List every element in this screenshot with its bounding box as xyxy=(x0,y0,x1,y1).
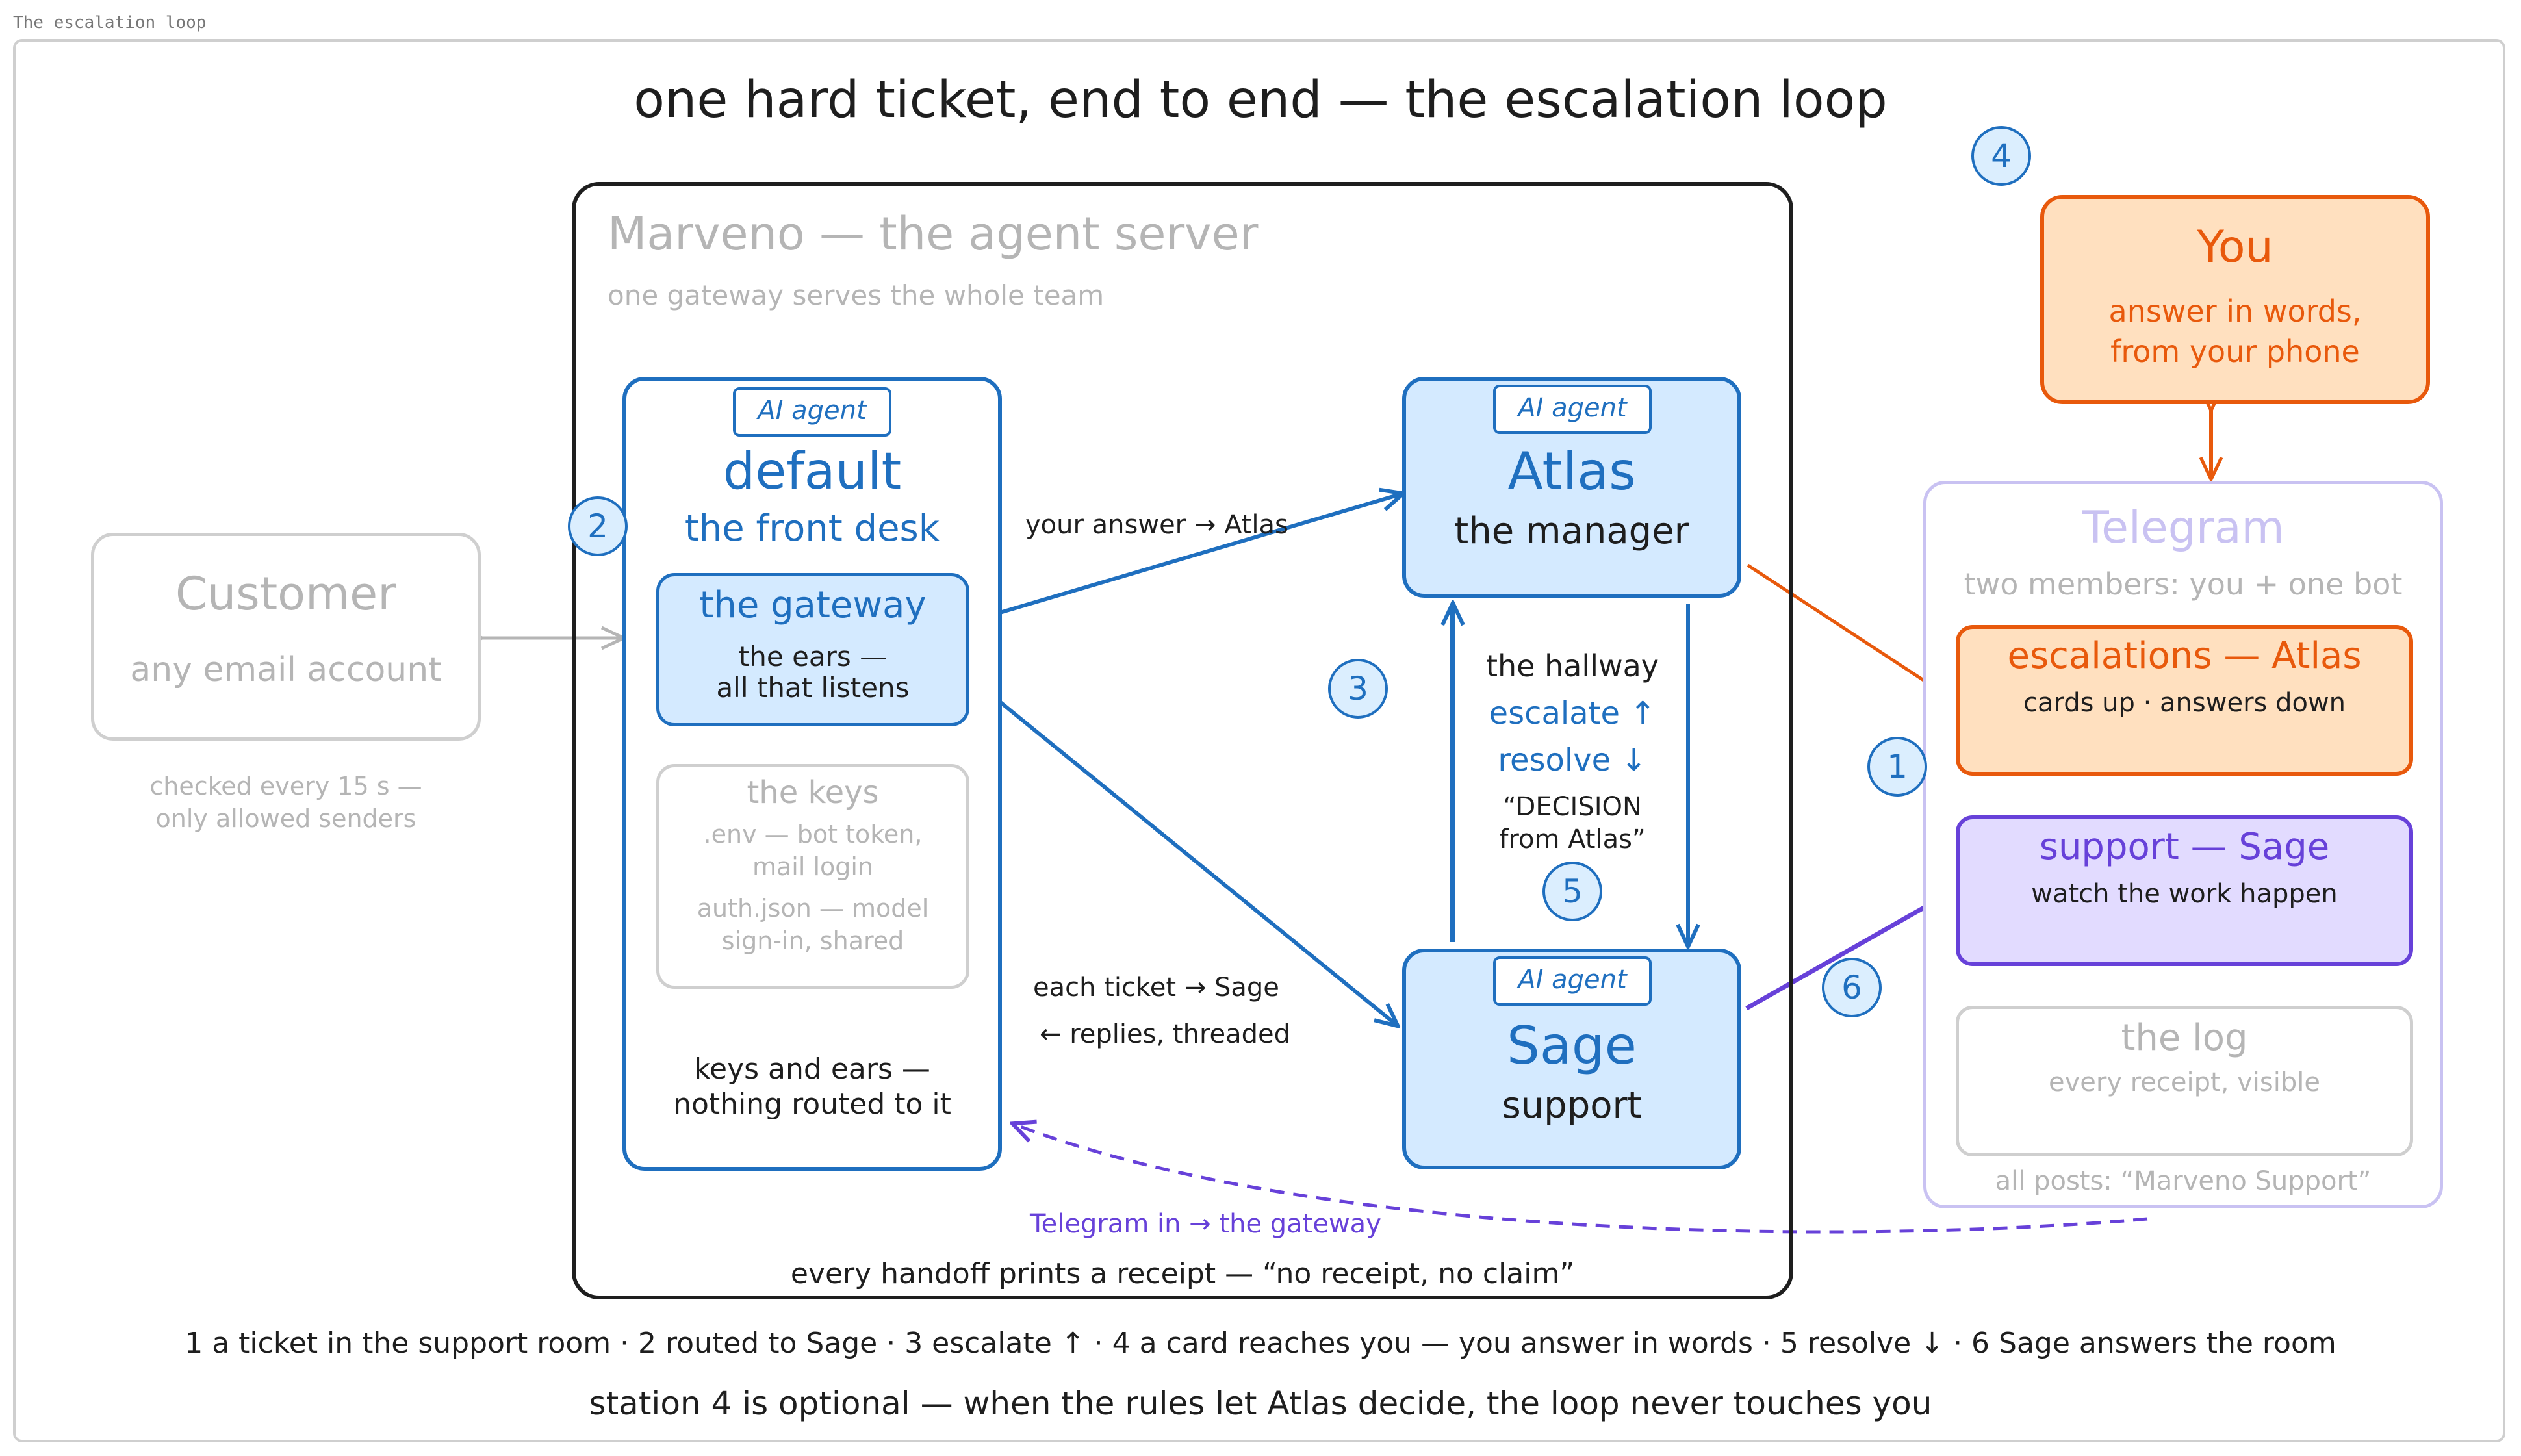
hallway-resolve: resolve ↓ xyxy=(1498,742,1647,778)
canvas-frame xyxy=(13,39,2505,1442)
customer-note-line2: only allowed senders xyxy=(155,804,416,833)
atlas-badge: AI agent xyxy=(1493,385,1652,434)
keys-title: the keys xyxy=(747,774,879,811)
hallway-decision-line1: “DECISION xyxy=(1503,792,1642,822)
you-line1: answer in words, xyxy=(2108,294,2362,329)
support-subtitle: watch the work happen xyxy=(2031,879,2338,909)
customer-title: Customer xyxy=(175,567,397,620)
diagram-title: one hard ticket, end to end — the escala… xyxy=(633,71,1888,129)
step-3-badge: 3 xyxy=(1328,659,1388,719)
step-1-badge: 1 xyxy=(1867,737,1927,797)
support-room xyxy=(1956,815,2413,966)
posts-note: all posts: “Marveno Support” xyxy=(1995,1166,2372,1196)
hallway-decision-line2: from Atlas” xyxy=(1499,824,1646,854)
customer-node xyxy=(91,533,481,741)
server-title: Marveno — the agent server xyxy=(608,207,1259,261)
gateway-node xyxy=(656,573,969,726)
keys-node xyxy=(656,764,969,989)
step-5-badge: 5 xyxy=(1542,862,1602,921)
default-agent-name: default xyxy=(723,442,902,501)
hallway-escalate: escalate ↑ xyxy=(1489,695,1656,732)
step-2-badge: 2 xyxy=(568,496,628,556)
keys-line1: .env — bot token, xyxy=(703,820,923,849)
default-agent-role: the front desk xyxy=(684,507,940,550)
atlas-role: the manager xyxy=(1454,510,1689,552)
step-6-badge: 6 xyxy=(1822,958,1882,1017)
telegram-title: Telegram xyxy=(2082,502,2284,554)
log-title: the log xyxy=(2121,1017,2248,1059)
default-footer-line2: nothing routed to it xyxy=(673,1088,951,1121)
sage-badge: AI agent xyxy=(1493,956,1652,1006)
legend-line-1: 1 a ticket in the support room · 2 route… xyxy=(185,1327,2336,1360)
answer-to-atlas-label: your answer → Atlas xyxy=(1025,510,1288,540)
log-subtitle: every receipt, visible xyxy=(2049,1067,2320,1097)
default-footer-line1: keys and ears — xyxy=(694,1053,930,1086)
telegram-subtitle: two members: you + one bot xyxy=(1964,567,2403,602)
sage-name: Sage xyxy=(1507,1015,1637,1076)
server-subtitle: one gateway serves the whole team xyxy=(608,279,1105,311)
keys-line2: mail login xyxy=(752,852,874,881)
escalations-room xyxy=(1956,625,2413,776)
default-agent-badge: AI agent xyxy=(733,387,891,437)
keys-line3: auth.json — model xyxy=(697,894,929,923)
log-room xyxy=(1956,1006,2413,1156)
agent-server-container xyxy=(572,182,1793,1299)
customer-subtitle: any email account xyxy=(130,650,442,689)
sage-role: support xyxy=(1502,1084,1642,1127)
you-line2: from your phone xyxy=(2110,334,2360,369)
escalations-title: escalations — Atlas xyxy=(2007,635,2362,677)
ticket-to-sage-label: each ticket → Sage xyxy=(1033,973,1279,1003)
replies-threaded-label: ← replies, threaded xyxy=(1040,1019,1291,1049)
telegram-in-label: Telegram in → the gateway xyxy=(1030,1209,1381,1239)
legend-line-2: station 4 is optional — when the rules l… xyxy=(589,1385,1932,1422)
you-node xyxy=(2040,195,2430,404)
gateway-line1: the ears — xyxy=(738,641,888,672)
step-4-badge: 4 xyxy=(1971,126,2031,186)
escalations-subtitle: cards up · answers down xyxy=(2023,688,2346,718)
customer-note-line1: checked every 15 s — xyxy=(149,772,422,800)
receipt-note: every handoff prints a receipt — “no rec… xyxy=(790,1257,1575,1290)
frame-label: The escalation loop xyxy=(13,13,207,32)
support-title: support — Sage xyxy=(2039,826,2330,868)
hallway-title: the hallway xyxy=(1485,648,1659,683)
you-title: You xyxy=(2197,222,2273,273)
keys-line4: sign-in, shared xyxy=(721,926,904,955)
gateway-title: the gateway xyxy=(699,584,927,626)
atlas-name: Atlas xyxy=(1507,441,1636,502)
gateway-line2: all that listens xyxy=(716,672,910,704)
